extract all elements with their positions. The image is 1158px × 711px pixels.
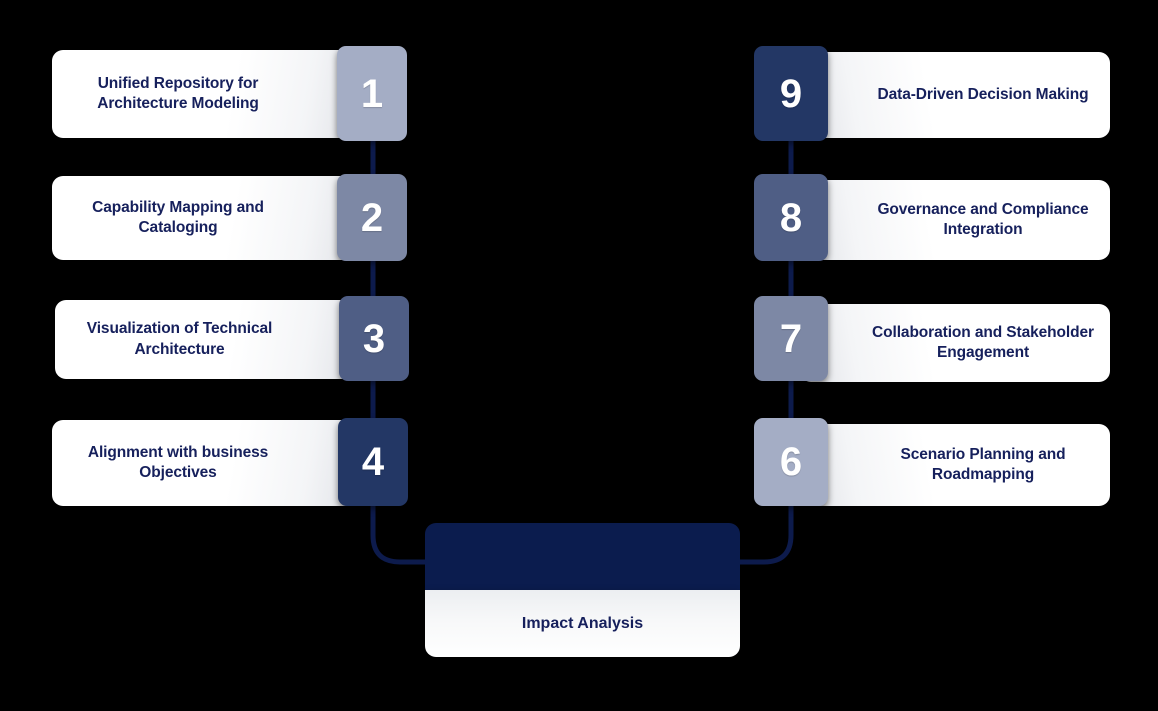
step-card-2[interactable]: Capability Mapping and Cataloging	[52, 176, 360, 260]
step-badge-8[interactable]: 8	[754, 174, 828, 261]
step-number-7: 7	[779, 316, 803, 361]
step-badge-9[interactable]: 9	[754, 46, 828, 141]
step-card-3[interactable]: Visualization of Technical Architecture	[55, 300, 360, 379]
step-badge-1[interactable]: 1	[337, 46, 407, 141]
step-card-9[interactable]: Data-Driven Decision Making	[800, 52, 1110, 138]
step-label-8: Governance and Compliance Integration	[877, 200, 1089, 238]
step-card-7[interactable]: Collaboration and Stakeholder Engagement	[800, 304, 1110, 382]
connector-6-center	[740, 505, 794, 565]
step-badge-7[interactable]: 7	[754, 296, 828, 381]
step-number-1: 1	[360, 71, 384, 116]
step-badge-2[interactable]: 2	[337, 174, 407, 261]
center-node-label: Impact Analysis	[521, 614, 644, 632]
step-number-8: 8	[779, 195, 803, 240]
center-node-impact-analysis[interactable]: Impact Analysis	[425, 523, 740, 657]
step-number-3: 3	[362, 316, 386, 361]
step-badge-3[interactable]: 3	[339, 296, 409, 381]
step-number-6: 6	[779, 440, 803, 484]
step-label-6: Scenario Planning and Roadmapping	[900, 445, 1066, 483]
connector-4-center	[370, 505, 425, 565]
center-node-body: Impact Analysis	[425, 590, 740, 657]
step-card-8[interactable]: Governance and Compliance Integration	[800, 180, 1110, 260]
step-label-4: Alignment with business Objectives	[87, 443, 269, 481]
step-card-4[interactable]: Alignment with business Objectives	[52, 420, 360, 506]
step-label-1: Unified Repository for Architecture Mode…	[97, 74, 259, 112]
step-label-9: Data-Driven Decision Making	[877, 85, 1089, 103]
step-number-4: 4	[361, 440, 385, 484]
step-label-2: Capability Mapping and Cataloging	[92, 198, 264, 236]
step-card-6[interactable]: Scenario Planning and Roadmapping	[800, 424, 1110, 506]
center-node-header	[425, 523, 740, 590]
step-number-2: 2	[360, 195, 384, 240]
step-number-9: 9	[779, 71, 803, 116]
step-card-1[interactable]: Unified Repository for Architecture Mode…	[52, 50, 360, 138]
step-badge-4[interactable]: 4	[338, 418, 408, 506]
step-badge-6[interactable]: 6	[754, 418, 828, 506]
step-label-7: Collaboration and Stakeholder Engagement	[872, 323, 1094, 361]
step-label-3: Visualization of Technical Architecture	[86, 320, 273, 358]
